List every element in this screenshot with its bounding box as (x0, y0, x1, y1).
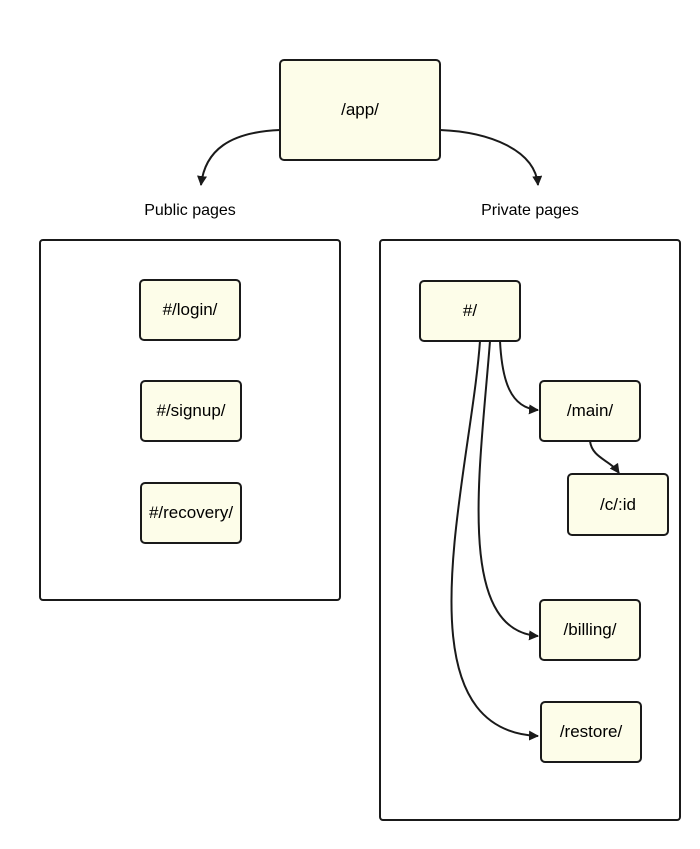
edge-hub-to-main (499, 340, 539, 415)
node-conversation: /c/:id (567, 473, 669, 536)
node-hub-label: #/ (462, 301, 478, 320)
node-recovery-label: #/recovery/ (148, 503, 234, 522)
node-main: /main/ (539, 380, 641, 442)
node-billing: /billing/ (539, 599, 641, 661)
node-signup-label: #/signup/ (156, 401, 226, 420)
edge-hub-to-billing (477, 340, 539, 641)
root-node-label: /app/ (341, 100, 379, 119)
edge-app-to-private (439, 129, 543, 186)
node-main-label: /main/ (566, 401, 614, 420)
node-restore: /restore/ (540, 701, 642, 763)
node-billing-label: /billing/ (563, 620, 617, 639)
node-login-label: #/login/ (162, 300, 218, 319)
node-restore-label: /restore/ (559, 722, 623, 741)
public-pages-title: Public pages (144, 202, 236, 219)
node-login: #/login/ (139, 279, 241, 341)
node-hub: #/ (419, 280, 521, 342)
edge-main-to-conversation (589, 440, 620, 474)
node-recovery: #/recovery/ (140, 482, 242, 544)
node-conversation-label: /c/:id (600, 494, 636, 514)
node-signup: #/signup/ (140, 380, 242, 442)
edge-app-to-public (197, 129, 281, 186)
private-pages-title: Private pages (481, 202, 579, 219)
root-node-app: /app/ (279, 59, 441, 161)
edge-hub-to-restore (450, 340, 539, 741)
